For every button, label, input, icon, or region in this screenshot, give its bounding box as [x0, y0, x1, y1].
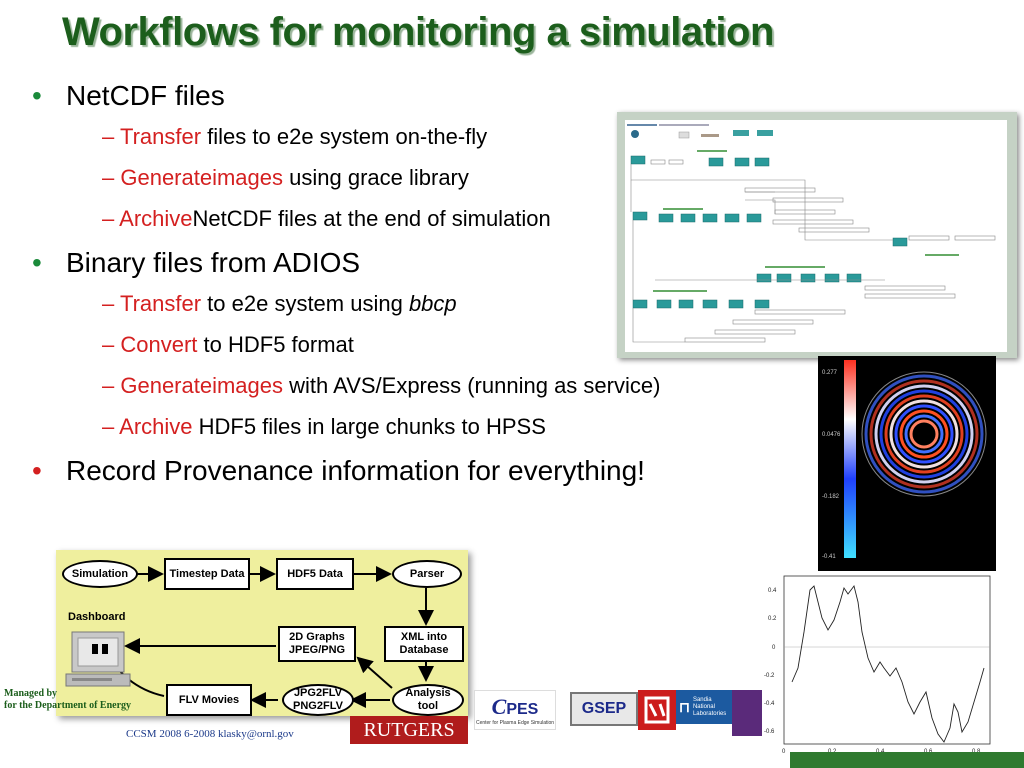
ncstate-logo	[638, 690, 676, 730]
bullet-netcdf: • NetCDF files	[32, 78, 792, 122]
line-plot: 0.4 0.2 0 -0.2 -0.4 -0.6 0 0.2 0.4 0.6 0…	[762, 572, 1002, 762]
highlight-word: Archive	[119, 414, 193, 439]
timestep-data-node: Timestep Data	[164, 558, 250, 590]
dashboard-computer-icon	[62, 628, 150, 694]
sub-bullet: – Transfer to e2e system using bbcp	[32, 289, 792, 330]
bullet-text: NetCDF files	[66, 80, 225, 111]
hdf5-data-node: HDF5 Data	[276, 558, 354, 590]
sub-bullet: – Generateimages with AVS/Express (runni…	[32, 371, 792, 412]
bullet-dot-icon: •	[32, 80, 42, 111]
sub-bullet: – Archive HDF5 files in large chunks to …	[32, 412, 792, 453]
ring-tick-label: 0.0476	[822, 432, 841, 438]
sub-text: using grace library	[283, 165, 469, 190]
curve-y-tick: -0.6	[764, 729, 775, 735]
curve-y-tick: 0.4	[768, 588, 777, 594]
cpes-subtitle: Center for Plasma Edge Simulation	[475, 720, 555, 726]
curve-y-tick: 0.2	[768, 616, 777, 622]
ring-tick-label: 0.277	[822, 370, 838, 376]
dash-icon: –	[102, 414, 120, 439]
rutgers-logo: RUTGERS	[350, 716, 468, 744]
sandia-mark-icon: ⊓	[679, 698, 690, 715]
sub-bullet: – Transfer files to e2e system on-the-fl…	[32, 122, 792, 163]
sub-bullet: – Generateimages using grace library	[32, 163, 792, 204]
sub-text: HDF5 files in large chunks to HPSS	[192, 414, 546, 439]
highlight-word: Archive	[119, 206, 193, 231]
sandia-line-1: Sandia	[692, 696, 712, 703]
sub-text: to e2e system using	[201, 291, 409, 316]
italic-word: bbcp	[408, 291, 457, 316]
curve-y-tick: -0.4	[764, 701, 775, 707]
jpg2flv-line-1: JPG2FLV	[293, 687, 343, 699]
sandia-line-3: Laboratories	[692, 710, 727, 717]
dash-icon: –	[102, 206, 120, 231]
managed-line-2: for the Department of Energy	[4, 700, 132, 711]
curve-y-tick: 0	[772, 645, 776, 651]
flv-movies-node: FLV Movies	[166, 684, 252, 716]
highlight-word: Generateimages	[120, 373, 284, 398]
sub-text: with AVS/Express (running as service)	[283, 373, 661, 398]
ring-visualization: 0.277 0.0476 -0.182 -0.41	[818, 356, 996, 571]
ncstate-mark-icon	[644, 696, 670, 724]
sandia-line-2: National	[692, 703, 715, 710]
bullet-text: Record Provenance information for everyt…	[66, 455, 645, 486]
cpes-logo-text: CPES	[492, 694, 539, 720]
cpes-text: PES	[506, 701, 539, 718]
curve-y-tick: -0.2	[764, 673, 775, 679]
slide-title: Workflows for monitoring a simulation	[62, 10, 774, 54]
bullet-text: Binary files from ADIOS	[66, 247, 361, 278]
workflow-canvas	[625, 120, 1007, 352]
sub-bullet: – Convert to HDF5 format	[32, 330, 792, 371]
managed-line-1: Managed by	[4, 688, 58, 699]
dashboard-label: Dashboard	[68, 611, 126, 623]
workflow-screenshot	[617, 112, 1017, 358]
bullet-dot-icon: •	[32, 247, 42, 278]
ring-tick-label: -0.41	[822, 554, 836, 560]
analysis-line-1: Analysis	[405, 687, 451, 699]
line-plot-image: 0.4 0.2 0 -0.2 -0.4 -0.6 0 0.2 0.4 0.6 0…	[764, 575, 991, 755]
cpes-logo: CPES Center for Plasma Edge Simulation	[474, 690, 556, 730]
graphs-line-2: JPEG/PNG	[288, 644, 346, 656]
bullet-dot-icon: •	[32, 455, 42, 486]
northwestern-logo	[732, 690, 762, 736]
workflow-graph-image	[627, 124, 996, 343]
highlight-word: Transfer	[119, 124, 202, 149]
curve-x-tick: 0	[782, 749, 786, 755]
highlight-word: Transfer	[119, 291, 202, 316]
graphs-line-1: 2D Graphs	[289, 631, 345, 643]
dash-icon: –	[102, 165, 121, 190]
xml-line-2: Database	[399, 644, 449, 656]
footer-green-bar	[790, 752, 1024, 768]
bullet-provenance: • Record Provenance information for every…	[32, 453, 792, 497]
analysis-line-2: tool	[417, 700, 439, 712]
ring-plot-image: 0.277 0.0476 -0.182 -0.41	[822, 360, 987, 560]
sub-bullet: – ArchiveNetCDF files at the end of simu…	[32, 204, 792, 245]
flow-diagram: Simulation Timestep Data HDF5 Data Parse…	[56, 550, 468, 716]
dash-icon: –	[102, 291, 120, 316]
highlight-word: Generateimages	[120, 165, 284, 190]
sub-text: to HDF5 format	[197, 332, 354, 357]
jpg2flv-line-2: PNG2FLV	[293, 700, 343, 712]
footer-credit: CCSM 2008 6-2008 klasky@ornl.gov	[126, 728, 294, 740]
dash-icon: –	[102, 373, 121, 398]
dash-icon: –	[102, 124, 120, 149]
bullet-binary: • Binary files from ADIOS	[32, 245, 792, 289]
ring-tick-label: -0.182	[822, 494, 840, 500]
cpes-c-icon: C	[491, 694, 507, 719]
sub-text: files to e2e system on-the-fly	[201, 124, 488, 149]
gsep-logo: GSEP	[570, 692, 638, 726]
bullet-list: • NetCDF files – Transfer files to e2e sy…	[32, 78, 792, 497]
sub-text: NetCDF files at the end of simulation	[192, 206, 551, 231]
highlight-word: Convert	[120, 332, 198, 357]
xml-line-1: XML into	[400, 631, 448, 643]
dash-icon: –	[102, 332, 121, 357]
parser-node: Parser	[392, 560, 462, 588]
simulation-node: Simulation	[62, 560, 138, 588]
